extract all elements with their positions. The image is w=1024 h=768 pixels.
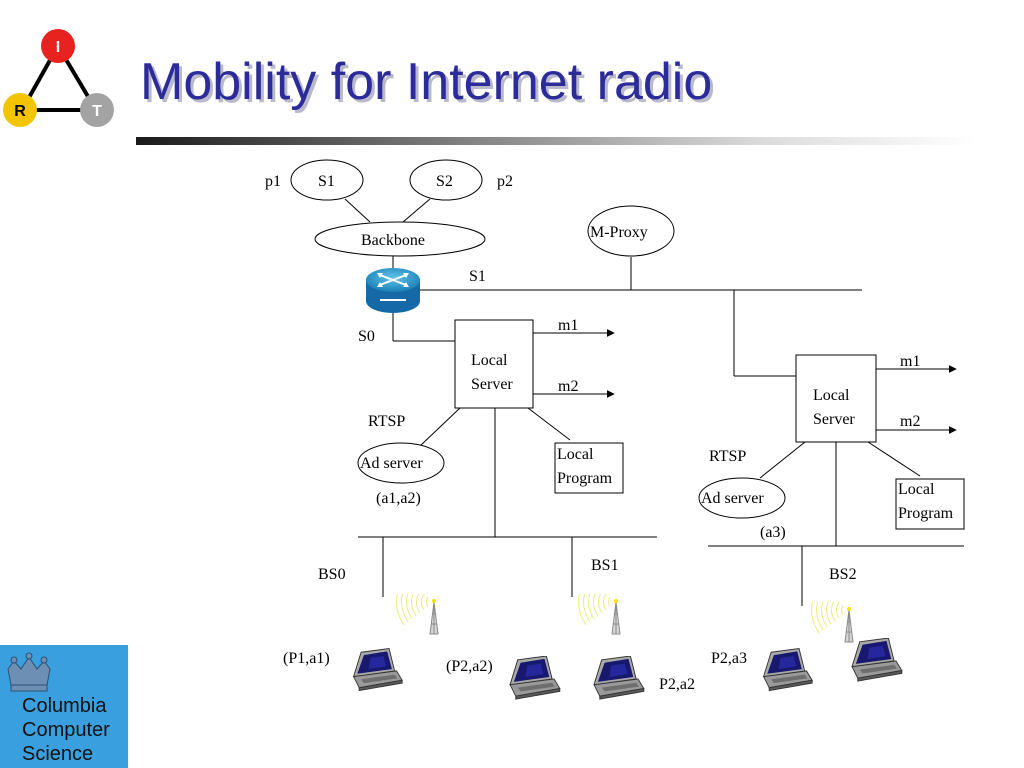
local-program-2-label-line2: Program — [898, 505, 954, 522]
base-station-bs1-label: BS1 — [591, 557, 619, 574]
laptop-icon — [851, 638, 903, 682]
multicast-m1-label: m1 — [558, 317, 578, 334]
server-s1-label: S1 — [318, 173, 335, 190]
client-p1a1-label: (P1,a1) — [283, 650, 330, 667]
backbone-label: Backbone — [361, 232, 425, 249]
ad-server-2-label: Ad server — [701, 490, 764, 507]
server-s2-node — [409, 159, 483, 201]
laptop-icon — [353, 648, 403, 692]
columbia-logo-line2: Computer — [22, 719, 110, 741]
base-station-bs2-label: BS2 — [829, 566, 857, 583]
local-program-1-label-line2: Program — [557, 470, 613, 487]
irt-logo-t-letter: T — [92, 103, 102, 120]
server-s2-label: S2 — [436, 173, 453, 190]
ad-set-a1a2-label: (a1,a2) — [376, 490, 421, 507]
client-p2a2-label: P2,a2 — [659, 676, 695, 693]
router-icon — [366, 268, 420, 313]
local-server-1-label-line2: Server — [471, 376, 513, 393]
irt-logo-i-circle — [41, 29, 75, 63]
irt-logo: I R T — [3, 29, 114, 127]
local-server-2-box — [795, 354, 877, 443]
segment-s0-label: S0 — [358, 328, 375, 345]
antenna-tower-icon — [811, 602, 854, 643]
antenna-tower-icon — [396, 594, 439, 635]
base-station-bs0-label: BS0 — [318, 566, 346, 583]
local-program-1-box — [554, 442, 624, 494]
columbia-logo-line1: Columbia — [22, 695, 107, 717]
ad-server-1-label: Ad server — [360, 455, 423, 472]
port-p2-label: p2 — [497, 173, 513, 190]
local-program-2-label-line1: Local — [898, 481, 935, 498]
laptop-icon — [763, 648, 813, 692]
multicast-m2-label: m2 — [900, 413, 920, 430]
irt-logo-i-letter: I — [56, 39, 60, 56]
irt-logo-r-circle — [3, 93, 37, 127]
laptop-icon — [593, 656, 645, 700]
columbia-logo: Columbia Computer Science — [0, 645, 128, 768]
rtsp-label: RTSP — [709, 448, 746, 465]
ad-set-a3-label: (a3) — [760, 524, 786, 541]
local-program-2-box — [895, 478, 965, 530]
client-p2a2-label: (P2,a2) — [446, 658, 493, 675]
slide-title: Mobility for Internet radio — [140, 53, 713, 111]
multicast-m2-label: m2 — [558, 378, 578, 395]
local-server-2-label-line1: Local — [813, 387, 850, 404]
ad-server-2-node — [698, 477, 786, 519]
laptop-icon — [509, 656, 561, 700]
columbia-logo-line3: Science — [22, 743, 94, 765]
multicast-m1-label: m1 — [900, 353, 920, 370]
mproxy-label: M-Proxy — [590, 224, 648, 241]
ad-server-1-node — [357, 442, 445, 484]
server-s1-node — [290, 159, 364, 201]
antenna-tower-icon — [578, 594, 621, 635]
rtsp-label: RTSP — [368, 413, 405, 430]
mproxy-node — [587, 205, 675, 257]
local-server-1-label-line1: Local — [471, 352, 508, 369]
local-server-2-label-line2: Server — [813, 411, 855, 428]
local-server-1-box — [454, 319, 534, 409]
backbone-node — [314, 221, 486, 257]
irt-logo-t-circle — [80, 93, 114, 127]
crown-icon — [7, 652, 51, 692]
segment-s1-label: S1 — [469, 268, 486, 285]
irt-logo-r-letter: R — [14, 103, 26, 120]
port-p1-label: p1 — [265, 173, 281, 190]
title-divider — [136, 137, 976, 145]
client-p2a3-label: P2,a3 — [711, 650, 747, 667]
local-program-1-label-line1: Local — [557, 446, 594, 463]
